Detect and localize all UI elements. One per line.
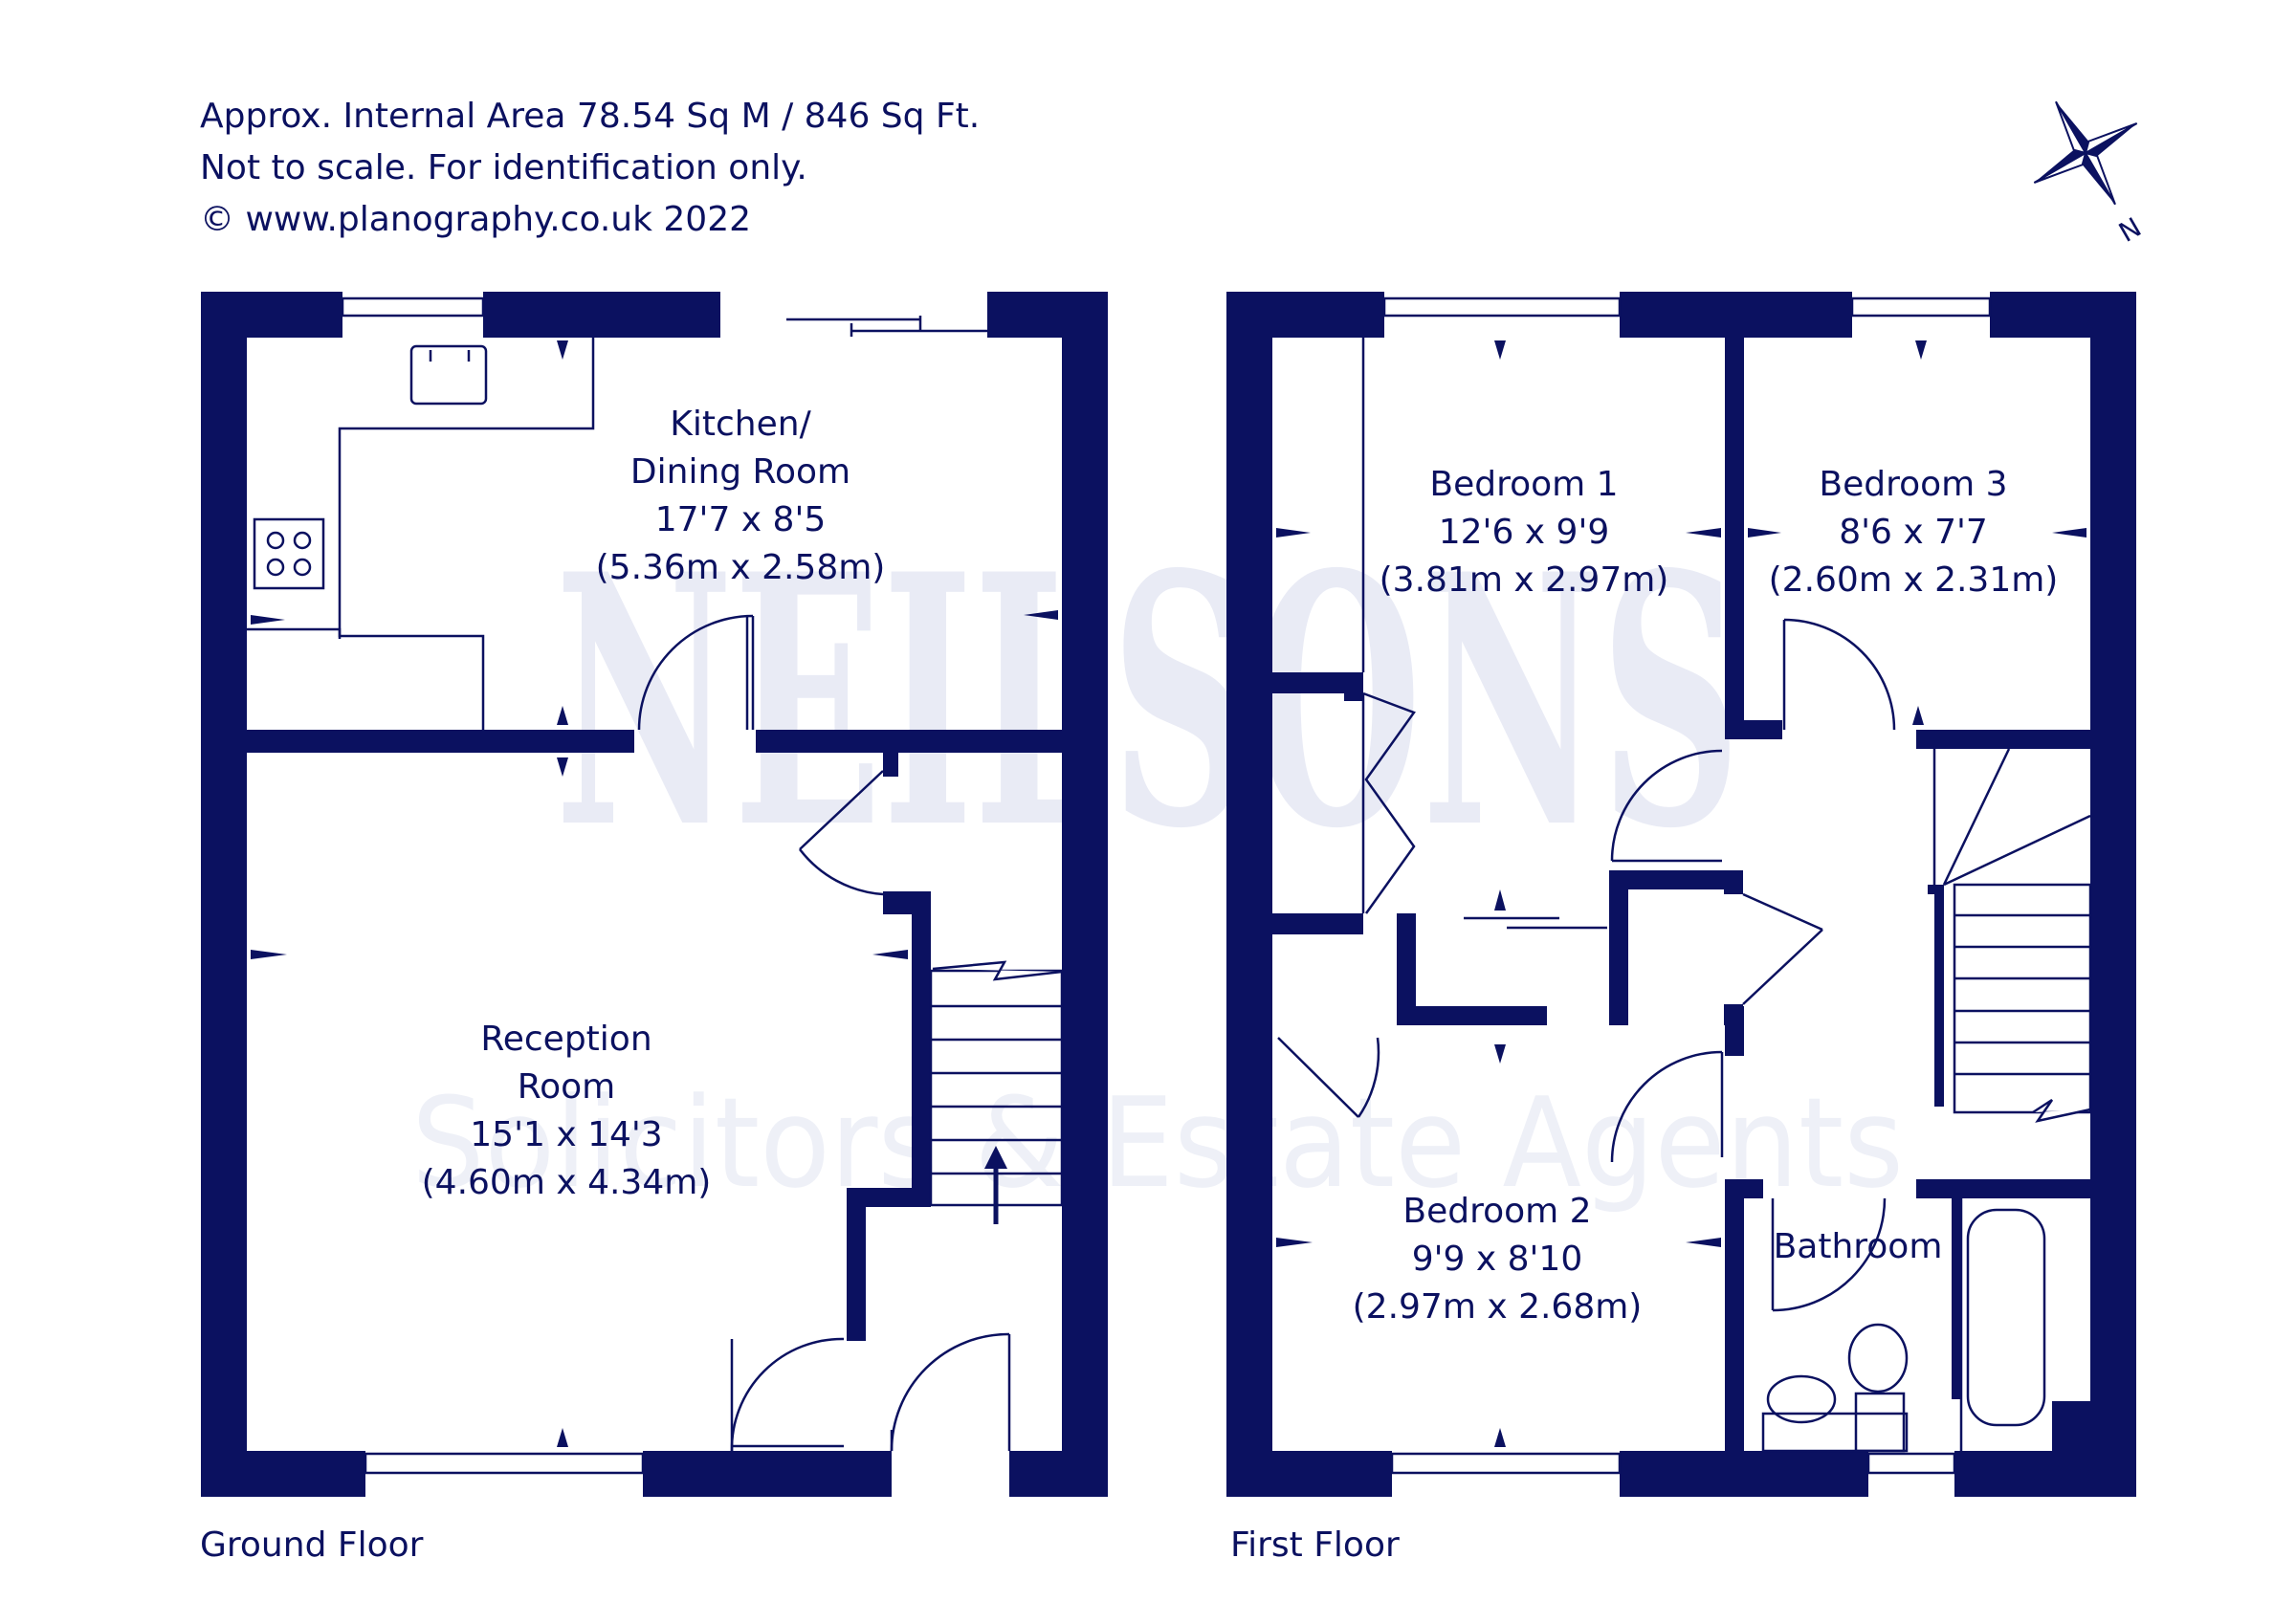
reception-name-1: Reception	[480, 1020, 651, 1059]
kitchen-metric: (5.36m x 2.58m)	[596, 548, 886, 587]
bedroom2-metric: (2.97m x 2.68m)	[1353, 1287, 1643, 1327]
ground-floor-plan: Kitchen/ Dining Room 17'7 x 8'5 (5.36m x…	[201, 292, 1108, 1497]
bedroom1-imperial: 12'6 x 9'9	[1439, 513, 1610, 552]
room-bedroom-1: Bedroom 1 12'6 x 9'9 (3.81m x 2.97m)	[1380, 465, 1669, 600]
room-bedroom-2: Bedroom 2 9'9 x 8'10 (2.97m x 2.68m)	[1353, 1192, 1643, 1327]
ground-floor-walls	[201, 292, 1108, 1497]
scale-note: Not to scale. For identification only.	[200, 148, 807, 187]
ground-floor-fixtures	[247, 296, 1064, 1475]
kitchen-name-1: Kitchen/	[670, 405, 811, 444]
first-floor-walls	[1226, 292, 2136, 1497]
bedroom3-imperial: 8'6 x 7'7	[1839, 513, 1988, 552]
room-bedroom-3: Bedroom 3 8'6 x 7'7 (2.60m x 2.31m)	[1769, 465, 2059, 600]
stair-arrow	[984, 1146, 1007, 1224]
bedroom1-metric: (3.81m x 2.97m)	[1380, 560, 1669, 600]
first-floor-plan: Bedroom 1 12'6 x 9'9 (3.81m x 2.97m) Bed…	[1226, 292, 2136, 1497]
compass-letter: N	[2112, 210, 2146, 248]
room-reception: Reception Room 15'1 x 14'3 (4.60m x 4.34…	[422, 1020, 712, 1202]
reception-metric: (4.60m x 4.34m)	[422, 1163, 712, 1202]
first-floor-label: First Floor	[1230, 1525, 1400, 1565]
bedroom3-metric: (2.60m x 2.31m)	[1769, 560, 2059, 600]
reception-name-2: Room	[518, 1067, 616, 1107]
first-floor-fixtures	[1277, 296, 2092, 1475]
watermark: NEILSONS Solicitors & Estate Agents	[411, 499, 1904, 1216]
watermark-tagline: Solicitors & Estate Agents	[411, 1070, 1904, 1216]
ground-floor-label: Ground Floor	[200, 1525, 424, 1565]
bedroom3-name: Bedroom 3	[1819, 465, 2007, 504]
reception-imperial: 15'1 x 14'3	[470, 1115, 662, 1154]
kitchen-imperial: 17'7 x 8'5	[655, 500, 827, 539]
area-text: Approx. Internal Area 78.54 Sq M / 846 S…	[200, 97, 981, 136]
compass-rose-icon: N	[2033, 100, 2146, 248]
bedroom2-imperial: 9'9 x 8'10	[1412, 1240, 1583, 1279]
copyright-text: © www.planography.co.uk 2022	[200, 200, 752, 239]
first-dimension-arrows	[1276, 340, 2086, 1447]
ground-dimension-arrows	[251, 340, 1058, 1447]
bedroom1-name: Bedroom 1	[1429, 465, 1618, 504]
bedroom2-name: Bedroom 2	[1402, 1192, 1591, 1231]
kitchen-name-2: Dining Room	[630, 452, 850, 492]
room-kitchen: Kitchen/ Dining Room 17'7 x 8'5 (5.36m x…	[596, 405, 886, 587]
room-bathroom: Bathroom	[1774, 1227, 1943, 1266]
